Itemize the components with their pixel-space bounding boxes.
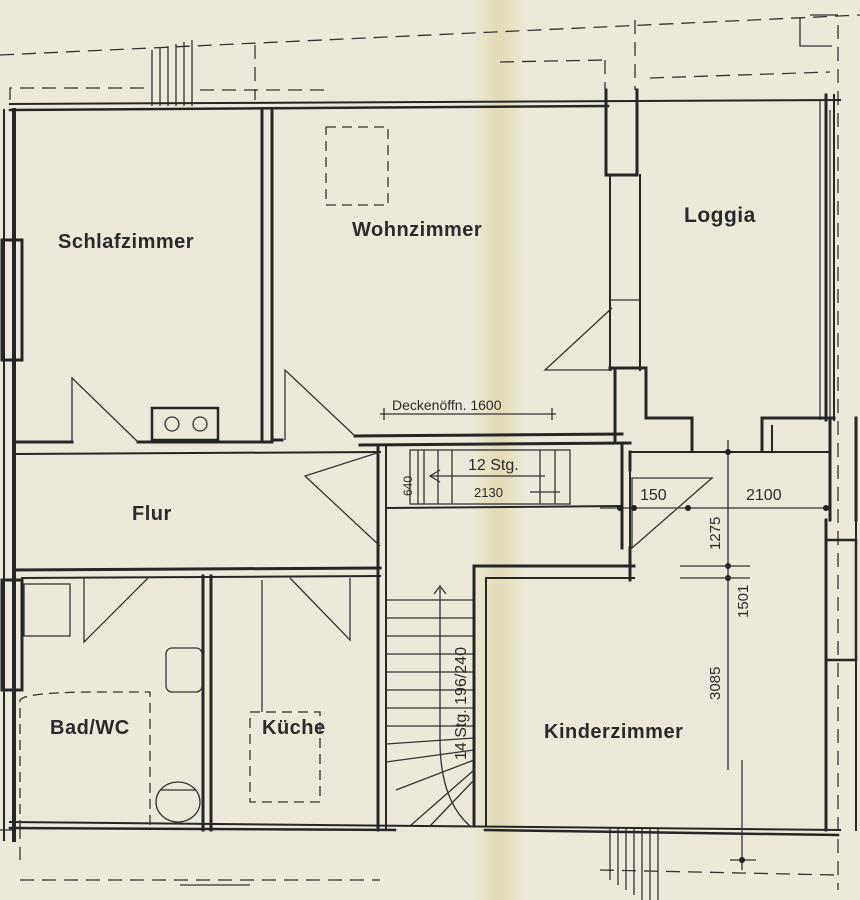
dim-2130: 2130 xyxy=(474,485,503,500)
label-loggia: Loggia xyxy=(684,204,756,227)
label-deckenoeffnung: Deckenöffn. 1600 xyxy=(392,397,502,413)
upper-stair xyxy=(409,449,571,505)
door-swings xyxy=(71,307,714,644)
interior-walls xyxy=(12,88,858,832)
lower-stair xyxy=(385,584,475,827)
balcony-hatching-top xyxy=(151,40,193,106)
dim-1275: 1275 xyxy=(707,517,724,550)
left-window-marks xyxy=(0,100,858,692)
label-flur: Flur xyxy=(132,503,172,525)
label-wohnzimmer: Wohnzimmer xyxy=(352,219,482,241)
dim-1501: 1501 xyxy=(735,585,752,618)
label-schlafzimmer: Schlafzimmer xyxy=(58,231,194,253)
dim-3085: 3085 xyxy=(707,667,724,700)
dimension-lines xyxy=(180,408,830,886)
outer-dashed-outline xyxy=(0,14,860,890)
label-kinderzimmer: Kinderzimmer xyxy=(544,721,683,743)
balcony-hatching-bottom xyxy=(609,828,659,900)
dim-150: 150 xyxy=(640,487,667,504)
dim-2100: 2100 xyxy=(746,487,782,504)
dim-640: 640 xyxy=(401,476,415,496)
skylight-outline xyxy=(325,126,389,206)
bathroom-fixtures xyxy=(19,583,203,830)
kitchen-table-outline xyxy=(249,711,321,803)
chimney xyxy=(150,406,220,442)
label-bad-wc: Bad/WC xyxy=(50,717,130,739)
exterior-walls xyxy=(3,93,857,842)
label-lower-stair: 14 Stg. 196/240 xyxy=(453,647,470,760)
label-upper-stair: 12 Stg. xyxy=(468,457,519,474)
label-kueche: Küche xyxy=(262,717,326,739)
